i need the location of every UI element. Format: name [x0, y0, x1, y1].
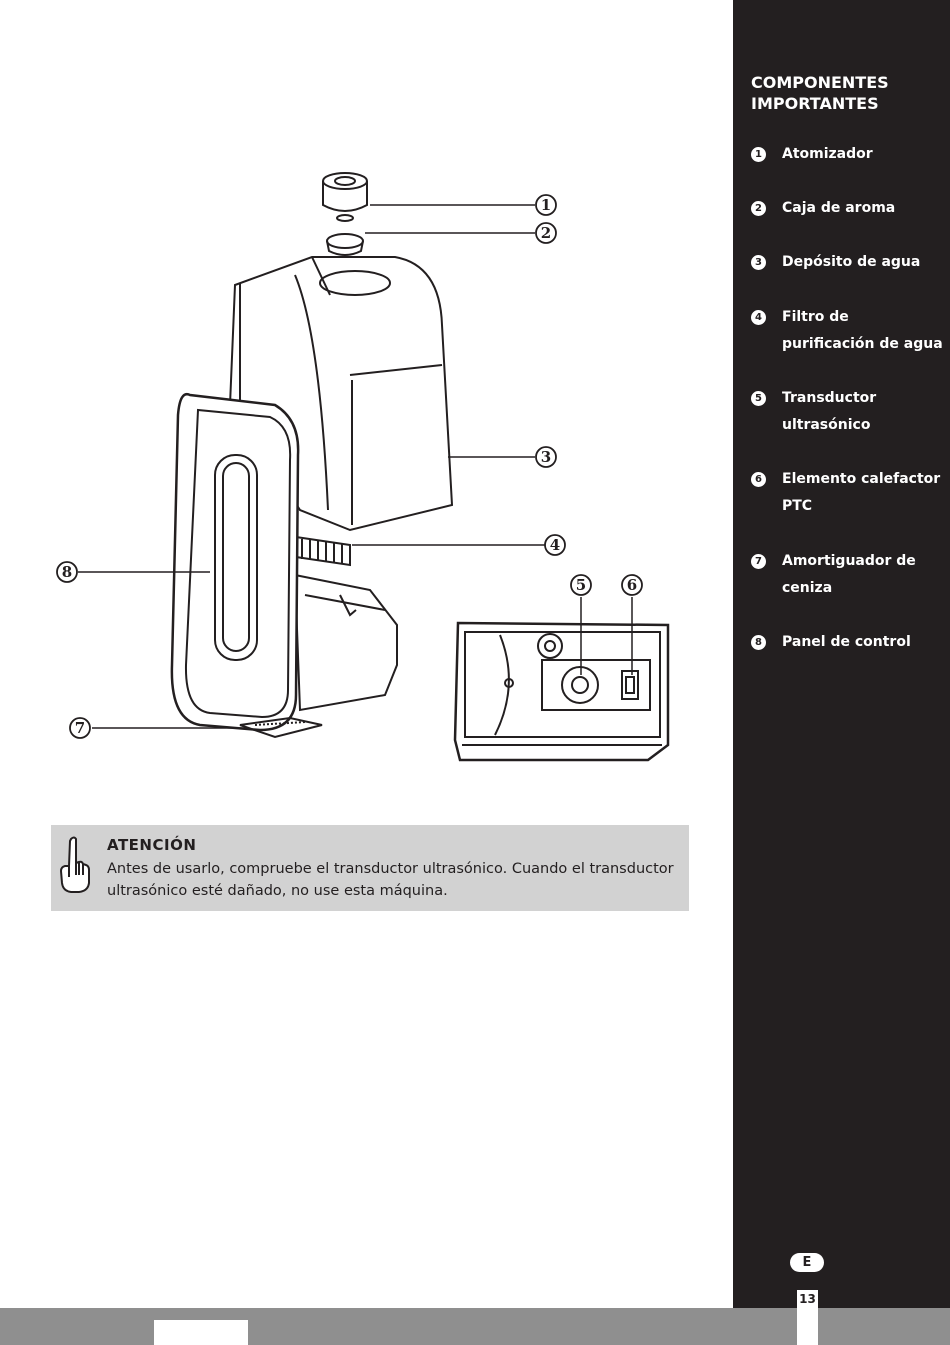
- component-label: Amortiguador de ceniza: [782, 553, 916, 596]
- leader-lines: [78, 204, 633, 729]
- component-number: 3: [751, 255, 766, 270]
- page-number: 13: [799, 1292, 816, 1306]
- callout-2-label: 2: [541, 224, 551, 242]
- page-number-tab: [797, 1290, 818, 1345]
- callout-5-label: 5: [576, 576, 586, 594]
- component-label: Atomizador: [782, 146, 873, 162]
- callout-8: 8: [56, 561, 78, 583]
- callout-4-label: 4: [550, 536, 560, 554]
- component-number: 6: [751, 472, 766, 487]
- component-number: 2: [751, 201, 766, 216]
- component-label: Panel de control: [782, 634, 911, 650]
- component-number: 7: [751, 554, 766, 569]
- callout-8-label: 8: [62, 563, 72, 581]
- component-number: 4: [751, 310, 766, 325]
- footer-white-block: [154, 1320, 248, 1345]
- filter-part: [295, 535, 351, 567]
- attention-notice: ATENCIÓN Antes de usarlo, compruebe el t…: [51, 825, 689, 911]
- component-number: 8: [751, 635, 766, 650]
- atomizer-part: [322, 172, 368, 222]
- detail-view-part: [453, 621, 670, 762]
- callout-markers: 1 2 3 4 8 7 5 6: [56, 194, 643, 739]
- language-badge: E: [790, 1253, 824, 1272]
- pointing-hand-icon: [59, 836, 90, 893]
- component-label: Transductor ultrasónico: [782, 390, 877, 433]
- callout-4: 4: [544, 534, 566, 556]
- callout-7-label: 7: [75, 719, 85, 737]
- callout-3-label: 3: [541, 448, 551, 466]
- callout-3: 3: [535, 446, 557, 468]
- callout-1: 1: [535, 194, 557, 216]
- sidebar-panel: [733, 0, 950, 1308]
- notice-text: Antes de usarlo, compruebe el transducto…: [107, 861, 674, 899]
- callout-2: 2: [535, 222, 557, 244]
- component-number: 1: [751, 147, 766, 162]
- component-label: Elemento calefactor PTC: [782, 471, 941, 514]
- humidifier-exploded-diagram: 1 2 3 4 8 7 5 6: [56, 172, 670, 762]
- component-number: 5: [751, 391, 766, 406]
- component-label: Depósito de agua: [782, 254, 921, 270]
- callout-6: 6: [621, 574, 643, 596]
- callout-7: 7: [69, 717, 91, 739]
- ash-damper-part: [239, 716, 323, 739]
- callout-6-label: 6: [627, 576, 637, 594]
- control-panel-part: [170, 392, 300, 732]
- aroma-box-part: [326, 233, 364, 256]
- sidebar-title: COMPONENTES IMPORTANTES: [751, 73, 889, 113]
- notice-title: ATENCIÓN: [107, 836, 197, 854]
- callout-5: 5: [570, 574, 592, 596]
- component-label: Filtro de purificación de agua: [782, 309, 943, 352]
- component-label: Caja de aroma: [782, 200, 896, 216]
- callout-1-label: 1: [541, 196, 551, 214]
- base-part: [293, 573, 398, 712]
